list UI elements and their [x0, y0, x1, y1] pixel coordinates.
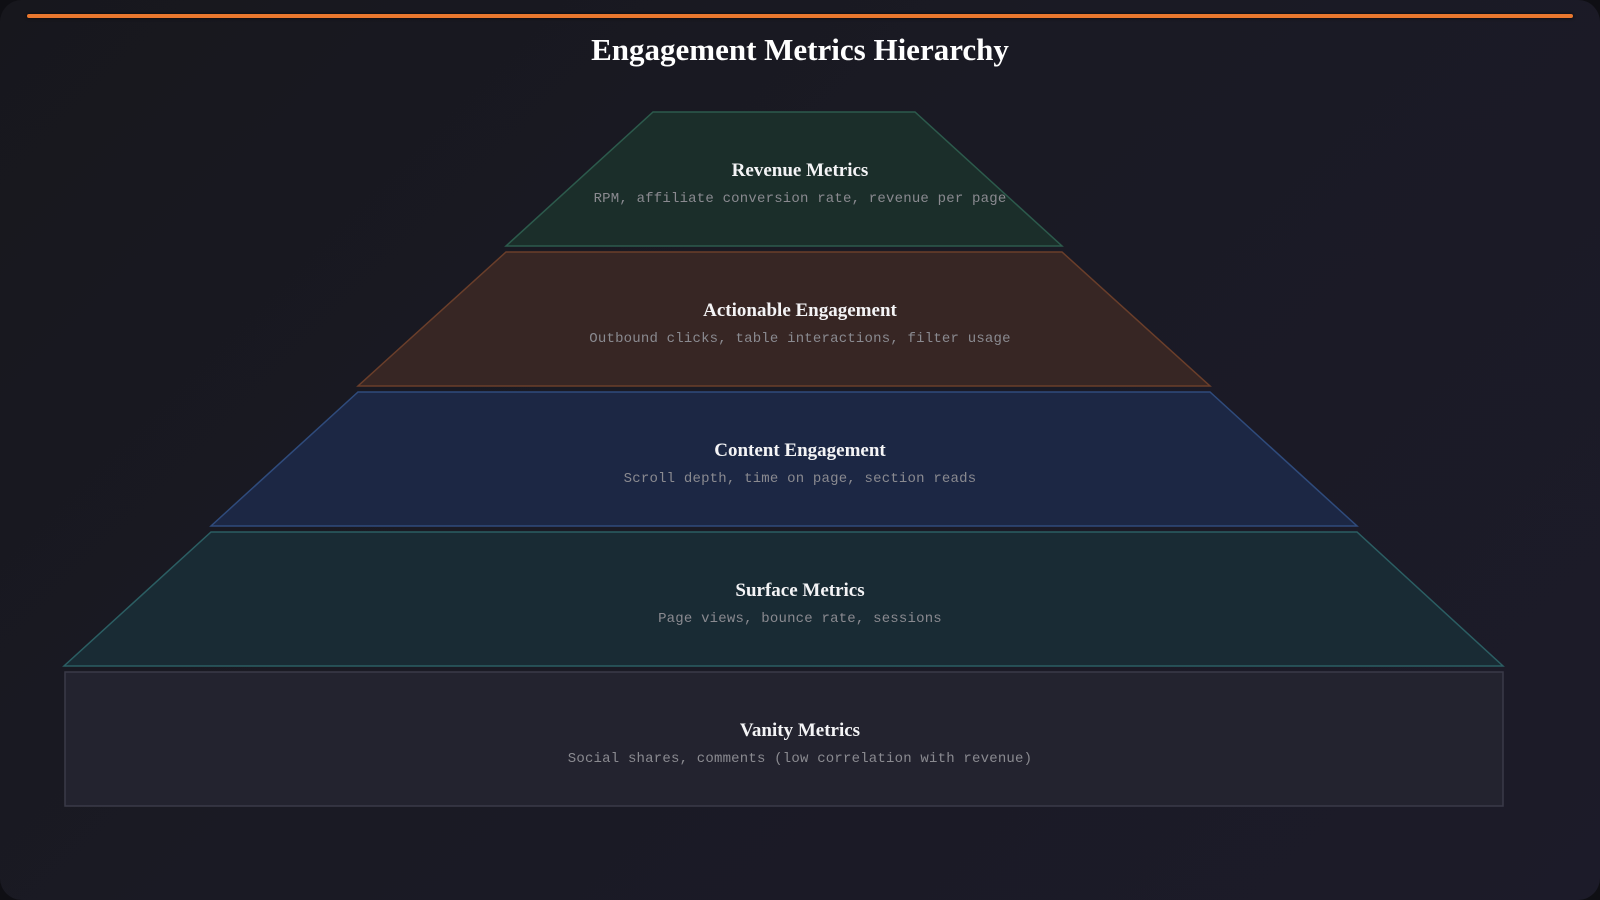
pyramid-level-revenue: [504, 111, 1064, 247]
level-label-vanity: Vanity Metrics Social shares, comments (…: [0, 718, 1600, 769]
level-name: Vanity Metrics: [739, 720, 861, 741]
level-description: Page views, bounce rate, sessions: [658, 611, 942, 627]
level-name: Content Engagement: [714, 440, 886, 461]
level-description: Outbound clicks, table interactions, fil…: [589, 331, 1011, 347]
level-label-revenue: Revenue Metrics RPM, affiliate conversio…: [0, 158, 1600, 209]
level-description: Social shares, comments (low correlation…: [567, 751, 1033, 767]
level-name: Revenue Metrics: [731, 160, 869, 181]
level-label-actionable: Actionable Engagement Outbound clicks, t…: [0, 298, 1600, 349]
level-label-surface: Surface Metrics Page views, bounce rate,…: [0, 578, 1600, 629]
pyramid-level-actionable: [356, 251, 1212, 387]
pyramid-level-vanity: [64, 671, 1504, 807]
level-label-content: Content Engagement Scroll depth, time on…: [0, 438, 1600, 489]
pyramid-level-content: [209, 391, 1359, 527]
diagram-title: Engagement Metrics Hierarchy: [591, 32, 1009, 67]
level-description: Scroll depth, time on page, section read…: [623, 471, 977, 487]
level-description: RPM, affiliate conversion rate, revenue …: [593, 191, 1007, 207]
accent-bar: [27, 14, 1573, 18]
level-name: Actionable Engagement: [703, 300, 897, 321]
level-name: Surface Metrics: [735, 580, 865, 601]
pyramid-level-surface: [62, 531, 1505, 667]
